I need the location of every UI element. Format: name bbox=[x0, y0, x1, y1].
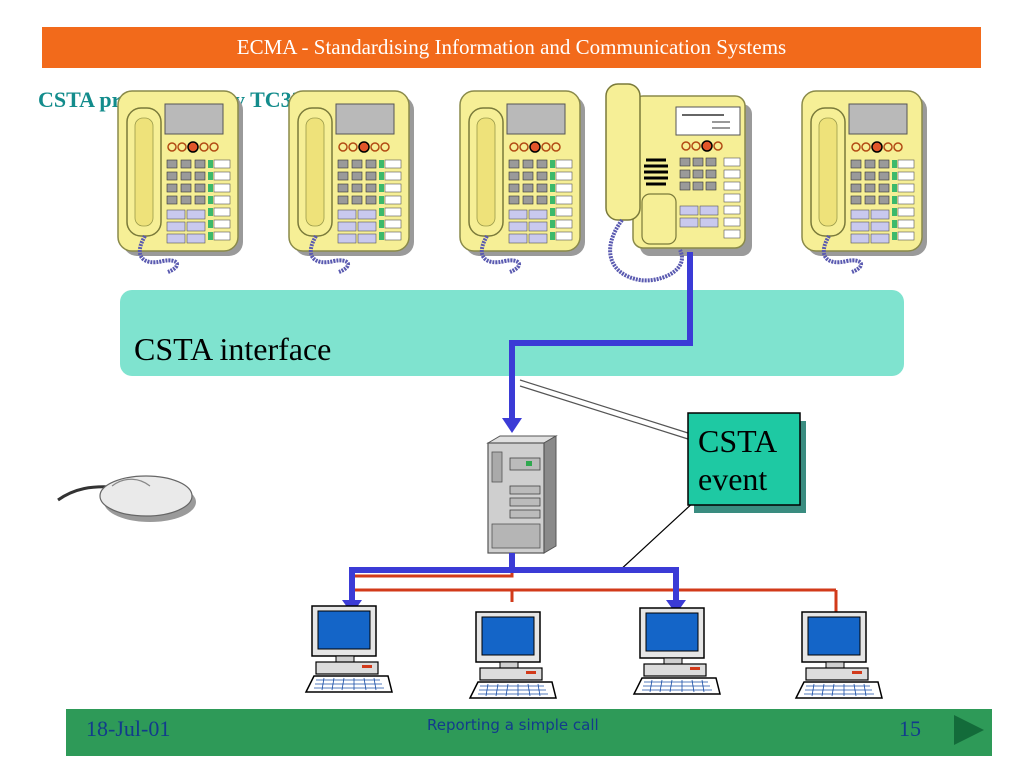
csta-interface-label: CSTA interface bbox=[134, 331, 332, 367]
mouse-icon bbox=[57, 475, 196, 522]
csta-event-label: CSTA event bbox=[688, 413, 800, 505]
server-icon bbox=[486, 435, 558, 554]
play-arrow-icon[interactable] bbox=[954, 715, 984, 745]
telephone-3-icon bbox=[458, 89, 587, 274]
footer-date: 18-Jul-01 bbox=[86, 716, 171, 741]
workstation-1-icon bbox=[305, 605, 393, 693]
workstation-3-icon bbox=[633, 607, 721, 695]
csta-interface-box bbox=[120, 290, 904, 376]
speakerphone-icon bbox=[605, 83, 752, 283]
next-slide-button[interactable] bbox=[952, 713, 986, 747]
footer-slide-title: Reporting a simple call bbox=[427, 716, 599, 734]
csta-event-box bbox=[687, 412, 801, 506]
header-bar: ECMA - Standardising Information and Com… bbox=[42, 27, 981, 68]
page-number: 15 bbox=[899, 716, 921, 741]
workstation-4-icon bbox=[795, 611, 883, 699]
csta-event-label-line1: CSTA bbox=[698, 423, 778, 459]
csta-event-label-line2: event bbox=[698, 461, 768, 497]
telephone-2-icon bbox=[287, 89, 416, 274]
telephone-5-icon bbox=[800, 89, 929, 274]
call-link-line bbox=[509, 252, 693, 425]
footer-bar bbox=[66, 709, 992, 756]
workstation-2-icon bbox=[469, 611, 557, 699]
header-title: ECMA - Standardising Information and Com… bbox=[236, 35, 787, 59]
telephone-1-icon bbox=[116, 89, 245, 274]
